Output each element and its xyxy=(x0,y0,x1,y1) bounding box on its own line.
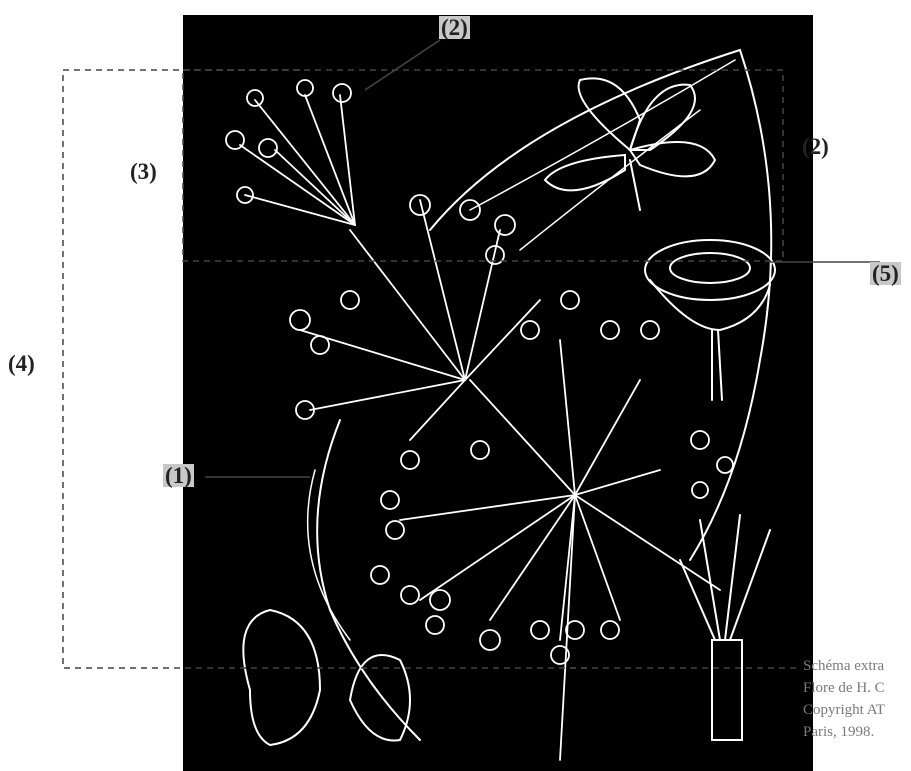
label-3: (3) xyxy=(130,160,157,183)
image-credit: Schéma extra Flore de H. C Copyright AT … xyxy=(803,655,911,743)
label-5: (5) xyxy=(870,262,901,285)
label-4: (4) xyxy=(8,352,35,375)
label-2-right: (2) xyxy=(802,135,829,158)
label-2-top: (2) xyxy=(439,16,470,39)
credit-line-1: Schéma extra xyxy=(803,655,911,677)
credit-line-2: Flore de H. C xyxy=(803,677,911,699)
umbel-flower-drawing xyxy=(226,50,775,760)
label-1: (1) xyxy=(163,464,194,487)
credit-line-4: Paris, 1998. xyxy=(803,721,911,743)
credit-line-3: Copyright AT xyxy=(803,699,911,721)
